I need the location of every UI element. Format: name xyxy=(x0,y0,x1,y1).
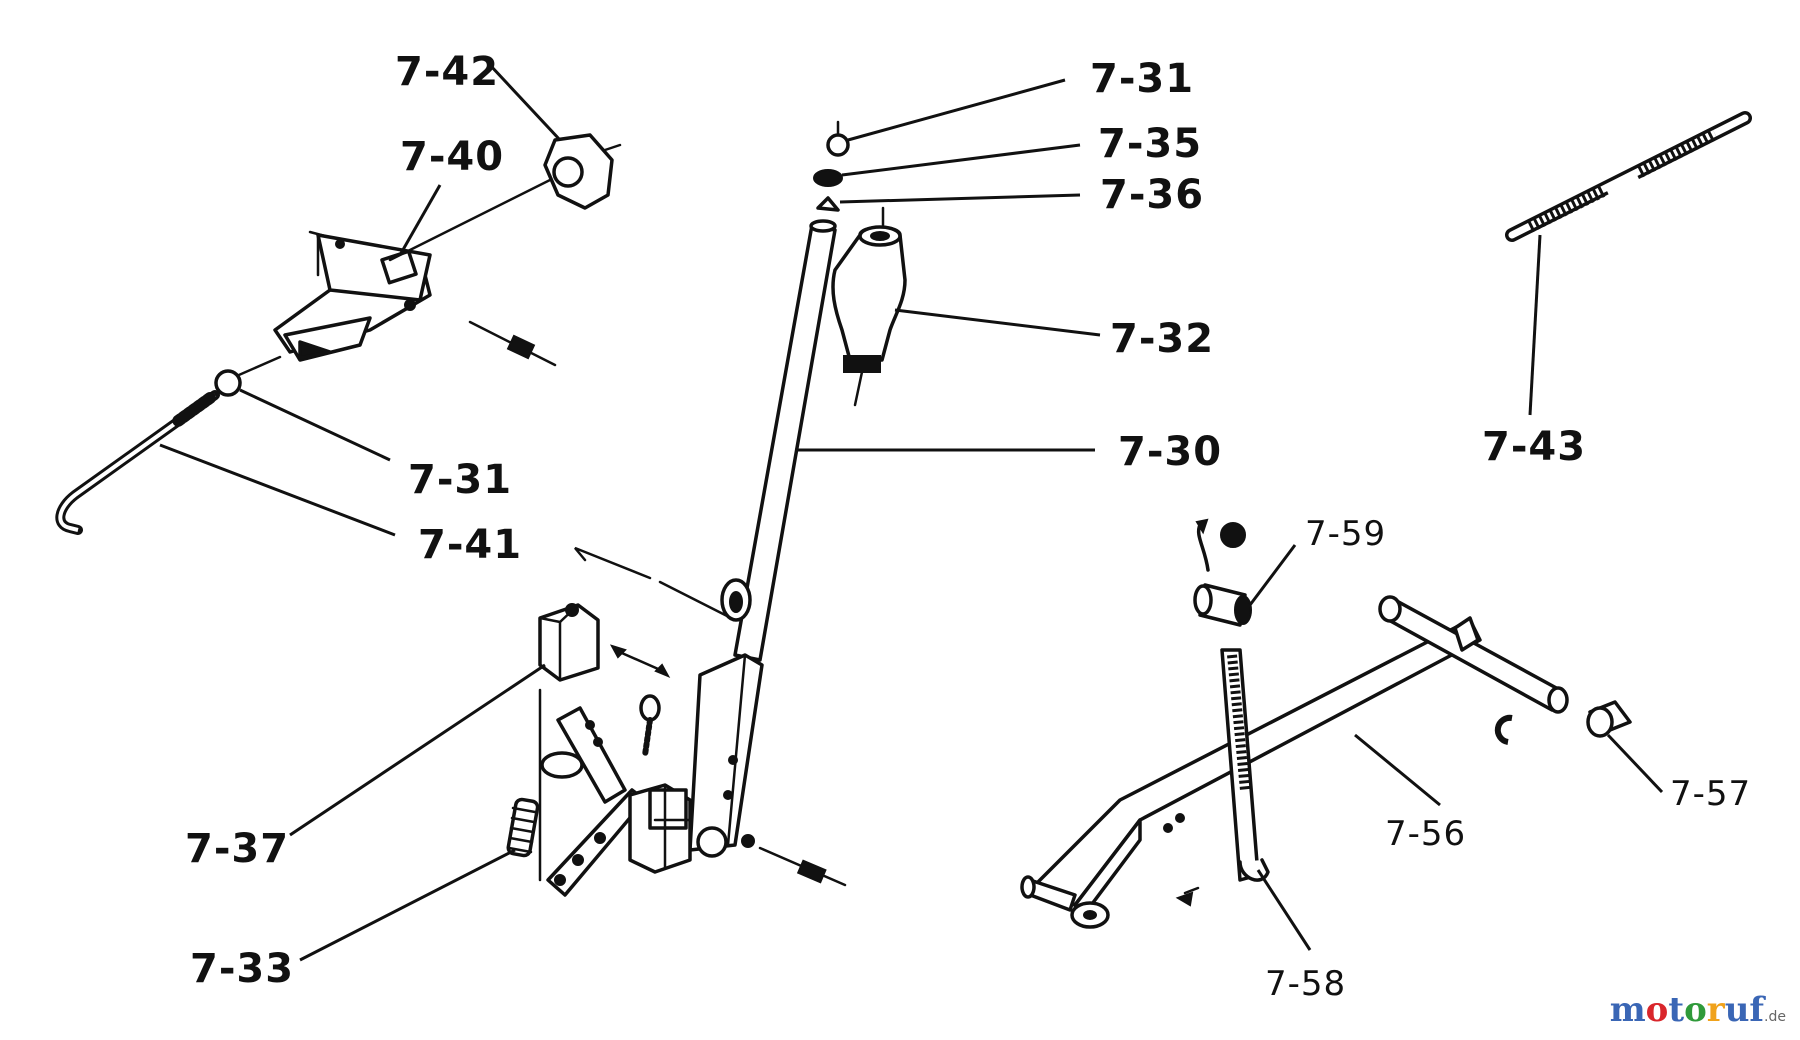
leader-7-40 xyxy=(398,184,442,256)
label-7-31-left: 7-31 xyxy=(408,457,512,503)
cross-shaft xyxy=(1378,595,1569,714)
label-7-35: 7-35 xyxy=(1098,121,1202,167)
leader-lines xyxy=(159,63,1664,962)
washer-7-35 xyxy=(813,169,843,187)
watermark-logo: motoruf.de xyxy=(1610,990,1786,1030)
lever-7-30 xyxy=(688,219,837,858)
leader-7-37 xyxy=(289,663,546,837)
watermark-tld: .de xyxy=(1764,1009,1786,1025)
label-7-32: 7-32 xyxy=(1110,316,1214,362)
clevis-block xyxy=(628,783,692,874)
part-labels: 7-42 7-40 7-31 7-35 7-36 7-32 7-30 7-31 … xyxy=(185,49,1751,1004)
link-arm xyxy=(538,688,647,897)
bar-7-56 xyxy=(1033,618,1482,929)
leader-7-42 xyxy=(488,63,562,142)
label-7-31-top: 7-31 xyxy=(1090,56,1194,102)
label-7-37: 7-37 xyxy=(185,826,289,872)
label-7-57: 7-57 xyxy=(1670,774,1751,814)
watermark-letter: t xyxy=(1668,990,1685,1030)
shaft-left-stub xyxy=(1020,875,1077,912)
ball-7-31-top xyxy=(826,120,850,157)
leader-7-59 xyxy=(1248,544,1297,606)
label-7-42: 7-42 xyxy=(395,49,499,95)
label-7-58: 7-58 xyxy=(1265,964,1346,1004)
bolt-7-40 xyxy=(468,320,557,367)
label-7-56: 7-56 xyxy=(1385,814,1466,854)
spring-7-33 xyxy=(506,797,540,858)
leader-7-31-left xyxy=(239,388,391,462)
leader-7-56 xyxy=(1354,733,1441,807)
adjust-knob-7-42 xyxy=(388,133,622,262)
grip-7-32 xyxy=(831,206,907,407)
clip-g xyxy=(1494,714,1513,745)
assembly-guide-line xyxy=(574,546,737,622)
leader-7-36 xyxy=(839,193,1081,204)
watermark-letter: o xyxy=(1645,990,1669,1030)
watermark-letter: uf xyxy=(1724,990,1765,1030)
rod-7-41 xyxy=(55,355,282,535)
leader-7-43 xyxy=(1528,234,1542,416)
sleeve-7-59 xyxy=(1193,518,1252,627)
cotter-pin xyxy=(639,694,661,758)
label-7-30: 7-30 xyxy=(1118,429,1222,475)
leader-7-41 xyxy=(159,443,396,537)
rod-7-43 xyxy=(1505,111,1752,242)
watermark-letter: o xyxy=(1684,990,1707,1030)
pin-7-36 xyxy=(816,196,840,212)
label-7-33: 7-33 xyxy=(190,946,294,992)
block-7-37 xyxy=(538,603,671,682)
label-7-36: 7-36 xyxy=(1100,172,1204,218)
bracket-7-40 xyxy=(273,230,432,362)
label-7-43: 7-43 xyxy=(1482,424,1586,470)
leader-7-33 xyxy=(299,848,516,962)
label-7-59: 7-59 xyxy=(1305,514,1386,554)
leader-7-31-top xyxy=(847,78,1066,142)
label-7-41: 7-41 xyxy=(418,522,522,568)
bolt-lower xyxy=(741,834,847,887)
leader-7-32 xyxy=(894,308,1101,337)
leader-7-58 xyxy=(1256,869,1312,951)
label-7-40: 7-40 xyxy=(400,134,504,180)
watermark-letter: m xyxy=(1609,990,1646,1030)
bushing-7-57 xyxy=(1586,700,1632,738)
watermark-letter: r xyxy=(1706,990,1725,1030)
leader-7-57 xyxy=(1606,733,1664,794)
leader-7-35 xyxy=(841,143,1081,177)
